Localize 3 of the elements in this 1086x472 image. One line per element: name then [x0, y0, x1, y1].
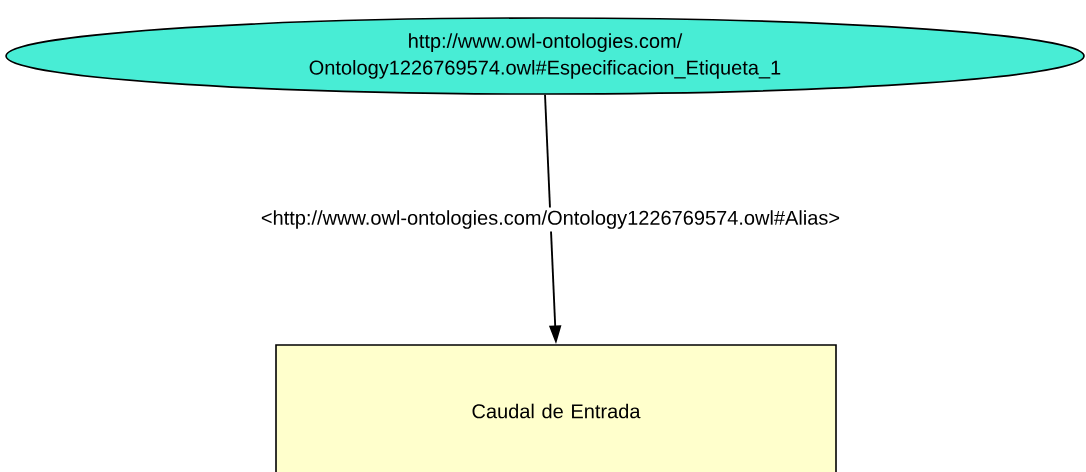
edge-label: <http://www.owl-ontologies.com/Ontology1226769574.owl#Alias> [258, 207, 843, 232]
concept-box: Caudal de Entrada [275, 344, 837, 472]
ellipse-node: http://www.owl-ontologies.com/ Ontology1226769574.owl#Especificacion_Etiqueta_1 [5, 17, 1085, 95]
